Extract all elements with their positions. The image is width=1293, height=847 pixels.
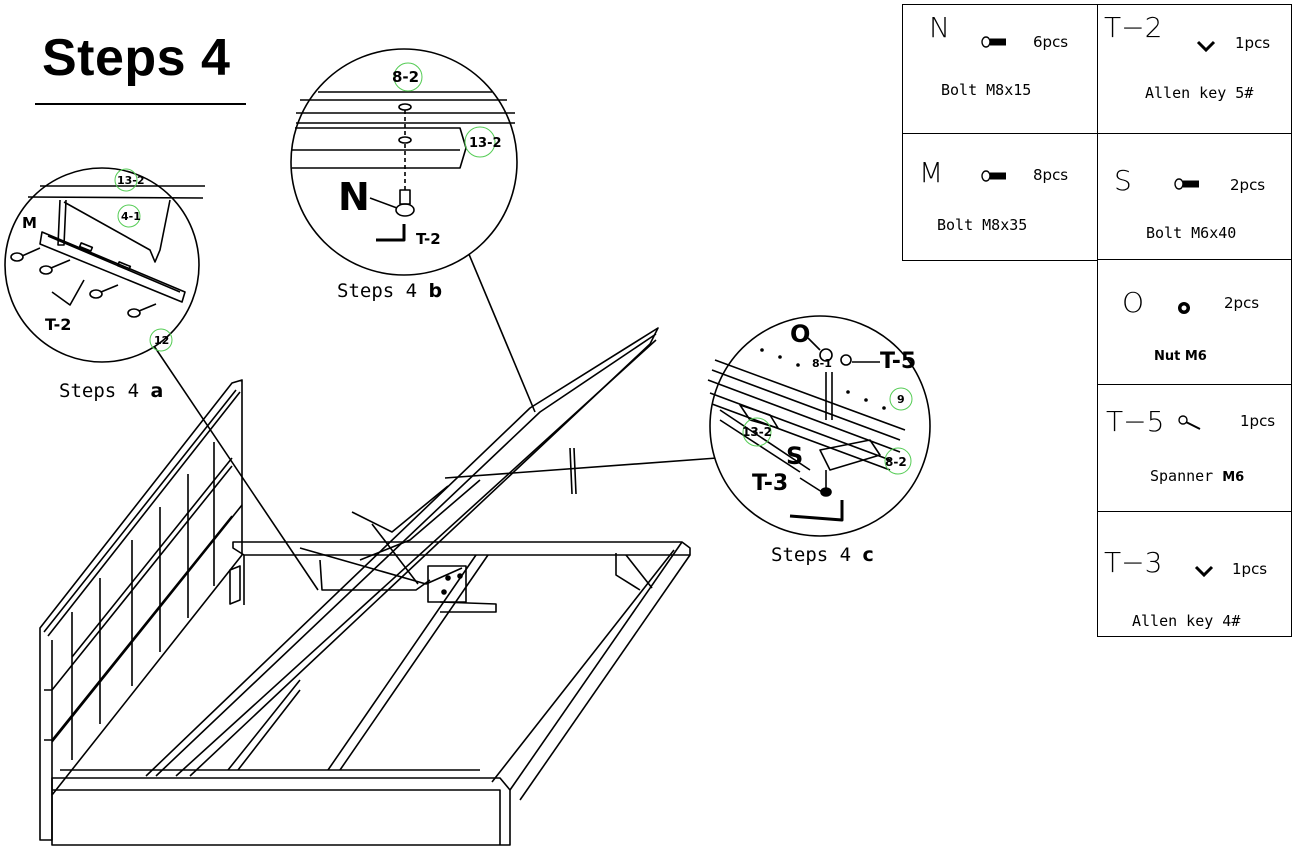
callout-c (707, 315, 931, 537)
callout-a-bolt-m: M (22, 214, 37, 232)
caption-a-prefix: Steps 4 (59, 380, 139, 402)
page-title: Steps 4 (42, 29, 231, 87)
callout-c-bolt-s: S (786, 442, 803, 470)
callout-c-label-8-2: 8-2 (885, 455, 907, 469)
callout-c-label-9: 9 (897, 393, 905, 406)
callout-a-label-4-1: 4-1 (121, 210, 141, 223)
callout-a-tool-t2: T-2 (45, 315, 71, 334)
callout-b-label-8-2: 8-2 (392, 68, 419, 86)
callout-c-nut-o: O (790, 320, 810, 348)
caption-c-prefix: Steps 4 (771, 544, 851, 566)
callout-c-label-8-1: 8-1 (812, 357, 832, 370)
callout-c-tool-t3: T-3 (752, 471, 788, 496)
callout-b-label-13-2: 13-2 (469, 136, 502, 151)
svg-text:Steps 4 a: Steps 4 a (59, 380, 163, 402)
callout-b (290, 48, 518, 276)
caption-a-letter: a (151, 380, 164, 402)
caption-c-letter: c (863, 544, 874, 566)
bed-illustration (39, 327, 691, 846)
leader-line-b (457, 227, 536, 413)
callout-a-label-13-2: 13-2 (117, 174, 145, 187)
leader-line-a (149, 339, 319, 591)
callout-a-label-12: 12 (154, 334, 169, 347)
leader-line-c (444, 457, 718, 479)
callout-c-spanner-t5: T-5 (880, 349, 916, 374)
caption-b-letter: b (429, 280, 443, 302)
svg-text:Steps 4 b: Steps 4 b (337, 280, 442, 302)
callout-a (4, 167, 205, 363)
title-underline (35, 103, 246, 105)
caption-b-prefix: Steps 4 (337, 280, 417, 302)
callout-c-label-13-2: 13-2 (742, 425, 772, 439)
callout-b-bolt-n: N (338, 175, 370, 219)
svg-text:Steps 4 c: Steps 4 c (771, 544, 874, 566)
callout-b-tool-t2: T-2 (416, 230, 441, 248)
